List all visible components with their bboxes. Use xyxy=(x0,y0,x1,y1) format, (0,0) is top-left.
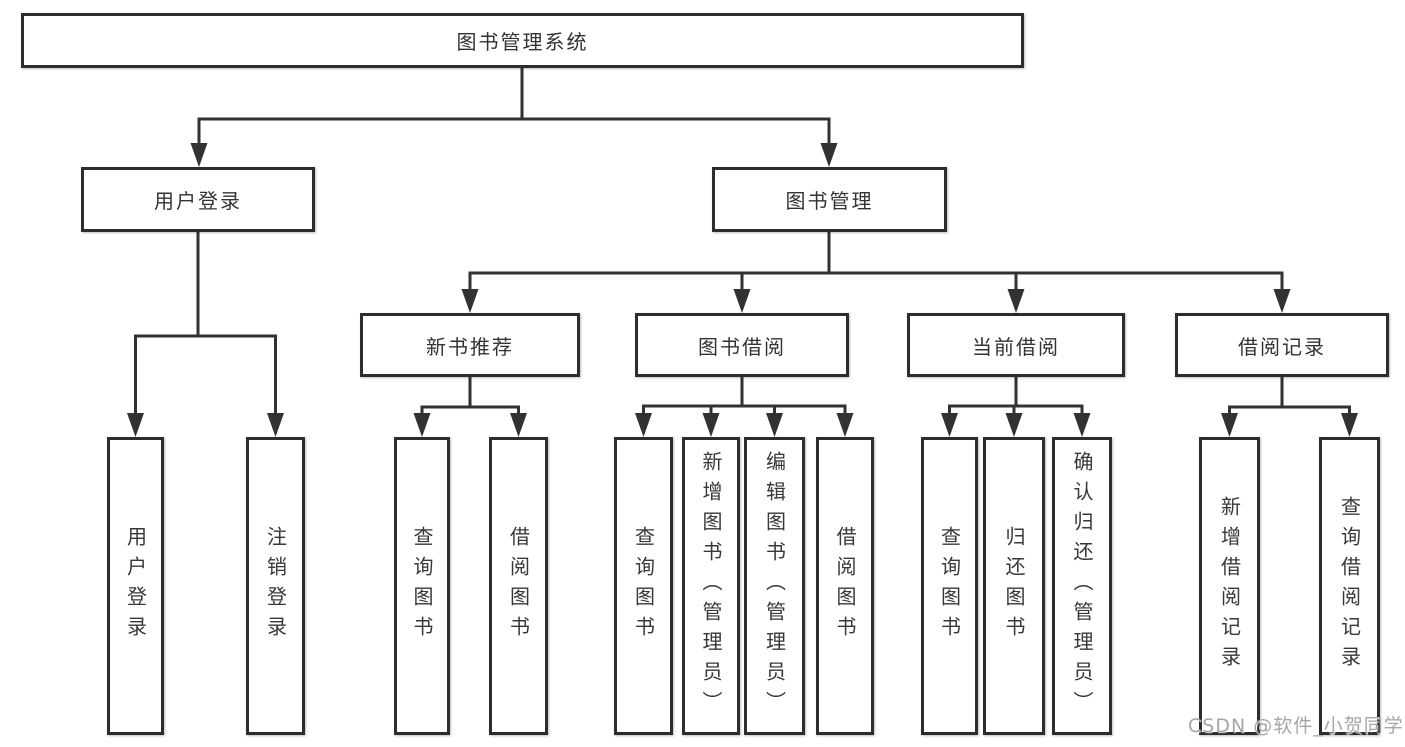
node-label: 注销登录 xyxy=(263,526,288,646)
arrowhead-icon xyxy=(1221,413,1238,437)
arrowhead-icon xyxy=(127,413,144,437)
node-label: 图书管理系统 xyxy=(456,30,589,54)
arrowhead-icon xyxy=(267,413,284,437)
node-edit-book-admin: 编辑图书（管理员） xyxy=(744,437,805,735)
node-book-borrow: 图书借阅 xyxy=(635,313,849,377)
arrowhead-icon xyxy=(1273,289,1291,313)
arrowhead-icon xyxy=(836,413,854,437)
arrowhead-icon xyxy=(702,413,720,437)
node-label: 当前借阅 xyxy=(972,334,1060,359)
node-login: 用户登录 xyxy=(107,437,164,735)
node-label: 新增图书（管理员） xyxy=(699,451,723,721)
node-root-system: 图书管理系统 xyxy=(21,13,1024,68)
arrowhead-icon xyxy=(635,413,652,437)
node-logout: 注销登录 xyxy=(246,437,305,735)
node-query-borrow-record: 查询借阅记录 xyxy=(1319,437,1380,735)
node-label: 图书借阅 xyxy=(698,334,786,359)
node-borrow-records: 借阅记录 xyxy=(1175,313,1389,377)
node-return-book: 归还图书 xyxy=(983,437,1045,735)
node-add-book-admin: 新增图书（管理员） xyxy=(682,437,740,735)
node-confirm-return-admin: 确认归还（管理员） xyxy=(1052,437,1112,735)
node-label: 借阅图书 xyxy=(833,526,857,646)
arrowhead-icon xyxy=(1005,413,1023,437)
node-label: 借阅记录 xyxy=(1238,334,1326,359)
arrowhead-icon xyxy=(1073,413,1091,437)
arrowhead-icon xyxy=(733,289,751,313)
csdn-watermark: CSDN @软件_小贺同学 xyxy=(1188,715,1404,737)
arrowhead-icon xyxy=(1007,289,1025,313)
node-query-books-current: 查询图书 xyxy=(921,437,978,735)
node-query-books-borrow: 查询图书 xyxy=(614,437,673,735)
arrowhead-icon xyxy=(1341,413,1358,437)
node-label: 新增借阅记录 xyxy=(1217,496,1242,676)
node-label: 确认归还（管理员） xyxy=(1070,451,1094,721)
node-add-borrow-record: 新增借阅记录 xyxy=(1199,437,1260,735)
arrowhead-icon xyxy=(941,413,958,437)
arrowhead-icon xyxy=(766,413,783,437)
node-label: 用户登录 xyxy=(154,189,242,213)
node-label: 新书推荐 xyxy=(426,334,514,359)
node-label: 编辑图书（管理员） xyxy=(762,451,787,721)
node-label: 归还图书 xyxy=(1002,526,1026,646)
node-borrow-books-recommend: 借阅图书 xyxy=(489,437,548,735)
node-query-books-recommend: 查询图书 xyxy=(394,437,450,735)
arrowhead-icon xyxy=(510,413,527,437)
node-borrow-books: 借阅图书 xyxy=(816,437,874,735)
node-label: 查询图书 xyxy=(631,526,656,646)
arrowhead-icon xyxy=(461,289,479,313)
node-user-login: 用户登录 xyxy=(81,167,315,232)
arrowhead-icon xyxy=(190,143,208,167)
arrowhead-icon xyxy=(820,143,838,167)
node-current-borrow: 当前借阅 xyxy=(907,313,1125,377)
node-label: 用户登录 xyxy=(123,526,148,646)
node-label: 查询图书 xyxy=(410,526,434,646)
node-new-book-recommend: 新书推荐 xyxy=(360,313,580,377)
node-label: 查询图书 xyxy=(937,526,962,646)
node-label: 查询借阅记录 xyxy=(1337,496,1362,676)
node-label: 图书管理 xyxy=(785,189,874,213)
arrowhead-icon xyxy=(413,413,431,437)
node-label: 借阅图书 xyxy=(506,526,531,646)
node-book-management: 图书管理 xyxy=(712,167,947,232)
